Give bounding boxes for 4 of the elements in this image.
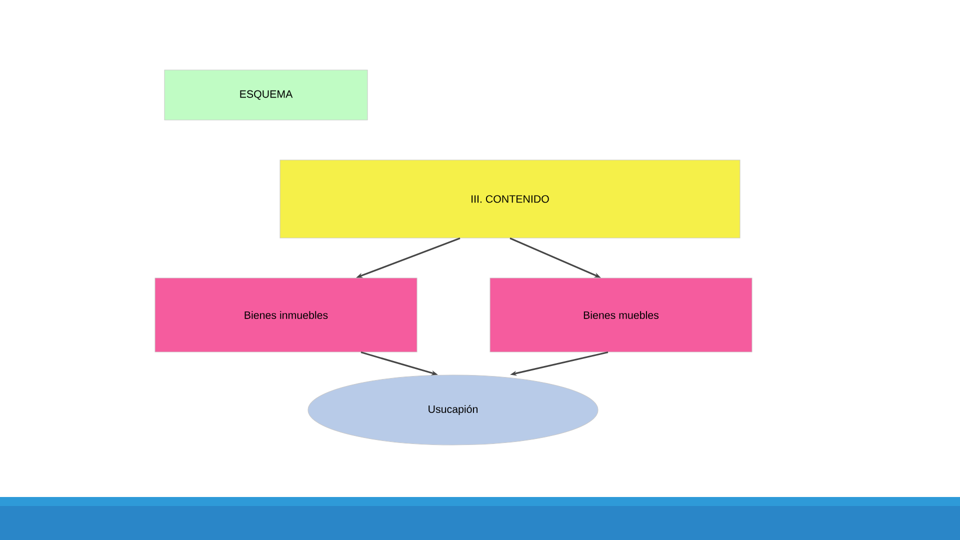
section-box: III. CONTENIDO: [280, 160, 740, 238]
category-box: Bienes inmuebles: [154, 278, 418, 352]
heading-box: ESQUEMA: [164, 70, 368, 120]
category-box: Bienes muebles: [490, 278, 752, 352]
